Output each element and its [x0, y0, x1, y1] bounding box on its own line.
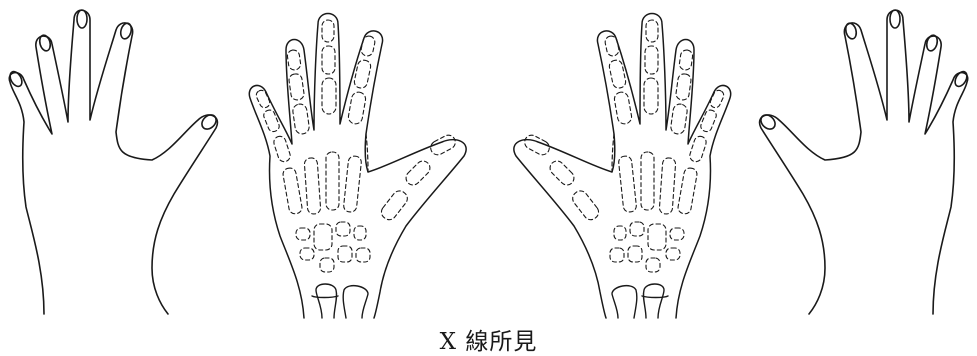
left-hand-xray	[249, 14, 466, 319]
right-hand-outline	[758, 10, 969, 314]
figure-caption: X 線所見	[0, 322, 977, 356]
right-hand-xray	[514, 14, 731, 319]
left-hand-outline	[8, 10, 219, 314]
